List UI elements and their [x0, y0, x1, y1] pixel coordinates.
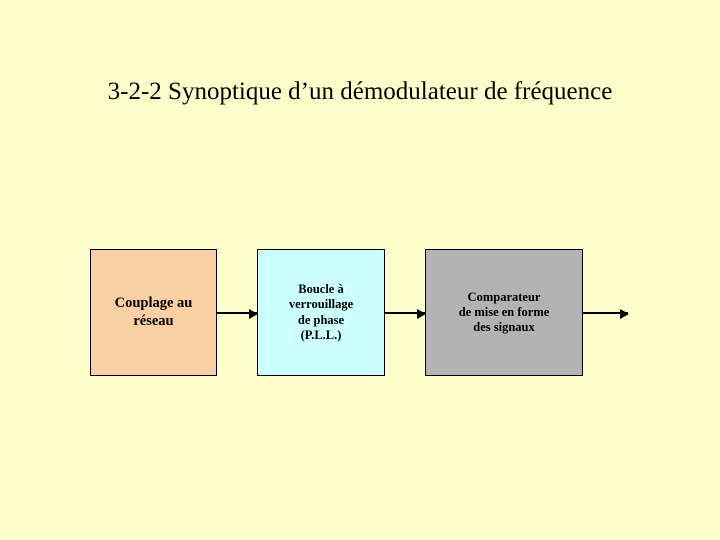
- diagram-box-coupling-label: Couplage au réseau: [91, 295, 216, 330]
- diagram-box-comparator: Comparateur de mise en forme des signaux: [425, 249, 583, 376]
- arrow-coupling-to-pll: [217, 309, 258, 319]
- arrow-comparator-out: [583, 309, 629, 319]
- label-line: Couplage au: [114, 294, 193, 311]
- label-line: (P.L.L.): [300, 327, 342, 342]
- label-line: des signaux: [473, 320, 535, 335]
- diagram-box-pll: Boucle à verrouillage de phase (P.L.L.): [257, 249, 385, 376]
- diagram-box-coupling: Couplage au réseau: [90, 249, 217, 376]
- label-line: verrouillage: [288, 297, 354, 312]
- arrow-pll-to-comparator: [385, 309, 426, 319]
- label-line: réseau: [133, 312, 174, 329]
- page-title: 3-2-2 Synoptique d’un démodulateur de fr…: [107, 78, 613, 105]
- label-line: de phase: [297, 312, 345, 327]
- label-line: Comparateur: [467, 289, 541, 304]
- label-line: de mise en forme: [458, 304, 550, 319]
- diagram-box-pll-label: Boucle à verrouillage de phase (P.L.L.): [258, 282, 384, 343]
- label-line: Boucle à: [298, 282, 344, 296]
- diagram-box-comparator-label: Comparateur de mise en forme des signaux: [426, 290, 582, 336]
